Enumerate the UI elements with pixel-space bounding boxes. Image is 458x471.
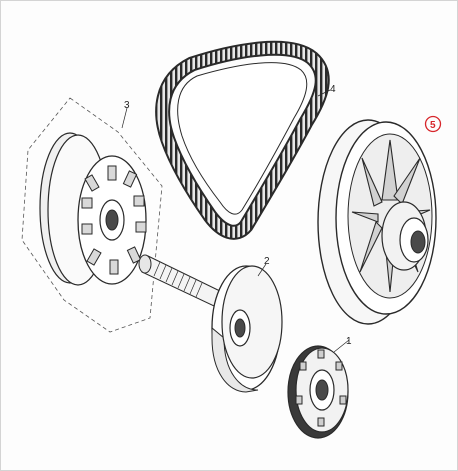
callout-1: 1 <box>346 336 352 347</box>
bearing-bore <box>315 379 329 401</box>
shaft <box>138 254 223 307</box>
leader-lines <box>121 89 350 353</box>
driven-clutch <box>317 119 437 325</box>
callout-2: 2 <box>264 256 270 267</box>
drum-bore <box>234 318 246 338</box>
drive-belt <box>155 40 330 240</box>
callout-5-highlight-ring <box>424 115 442 133</box>
one-way-bearing <box>287 345 349 439</box>
callout-5: 5 <box>430 120 436 131</box>
clutch-drum <box>211 265 283 393</box>
drive-clutch-assembly <box>21 97 163 333</box>
callout-4: 4 <box>330 84 336 95</box>
clutch-hub-bore <box>105 209 119 231</box>
callout-3: 3 <box>124 100 130 111</box>
driven-bore <box>410 230 426 254</box>
shaft-end <box>138 254 152 274</box>
dashed-group-outline <box>21 97 163 333</box>
